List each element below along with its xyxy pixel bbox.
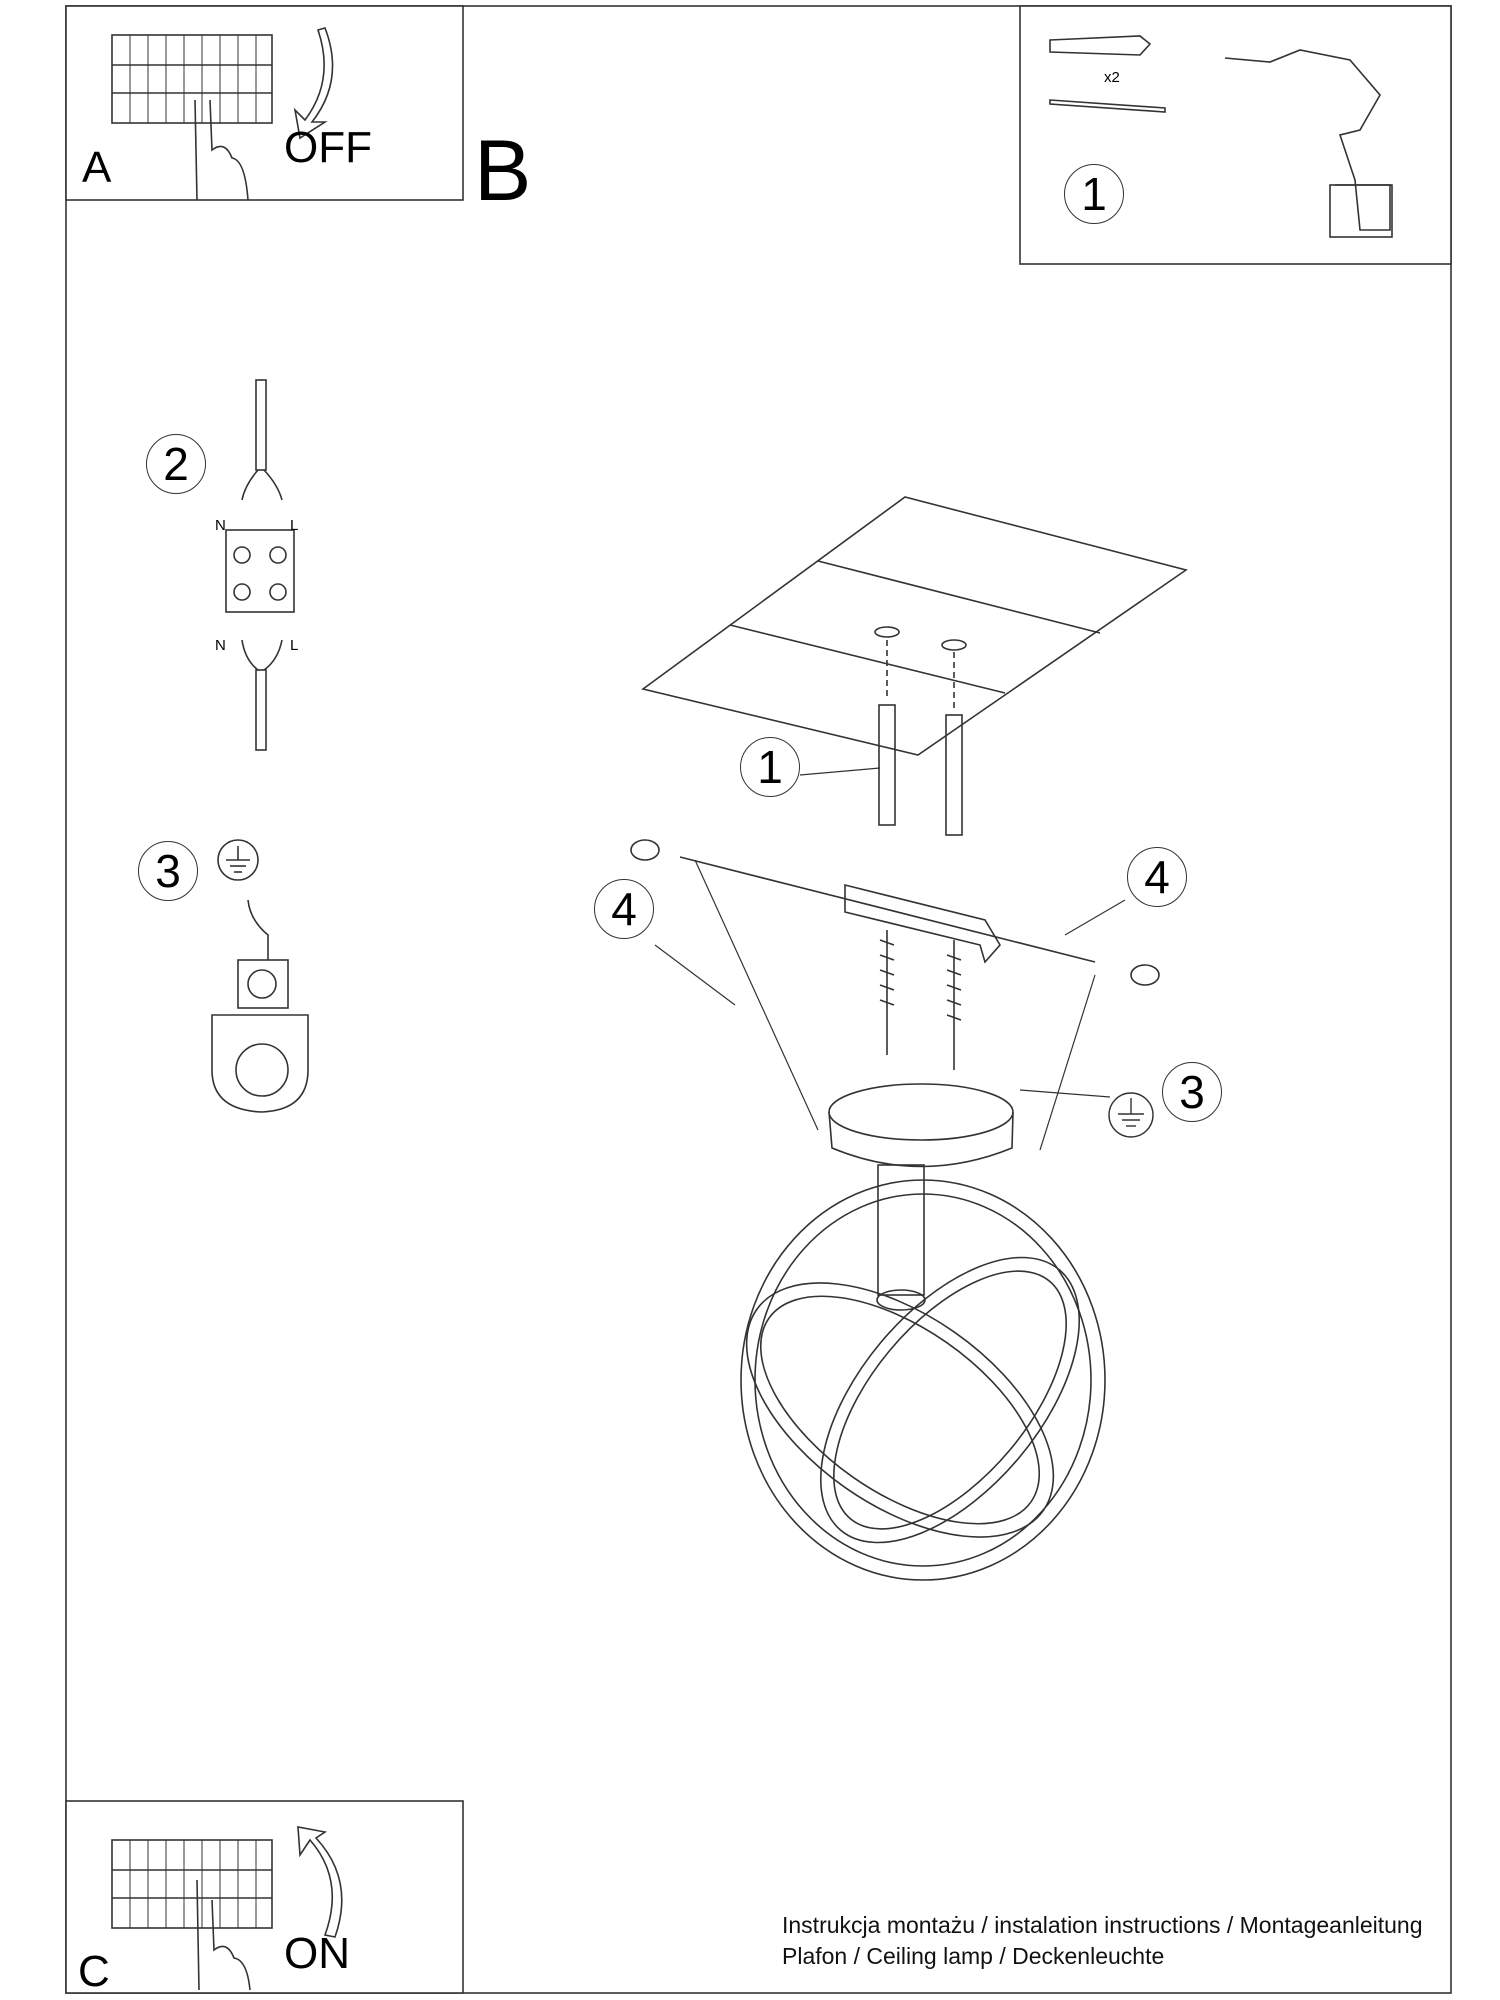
tools-step-badge: 1 (1064, 164, 1124, 224)
mounting-screws (879, 930, 962, 1070)
ground-symbol-icon (217, 839, 259, 881)
wall-plug-icon (1049, 35, 1166, 113)
ground-wire-badge: 3 (1162, 1062, 1222, 1122)
wiring-connector-icon (225, 379, 295, 751)
ground-terminal-icon (211, 899, 309, 1113)
arrow-down-icon (293, 27, 334, 140)
wiring-step-badge: 2 (146, 434, 206, 494)
mounting-bracket (679, 856, 1096, 964)
side-screw-left-badge: 4 (594, 879, 654, 939)
hand-icon (194, 99, 249, 201)
footer-line-1: Instrukcja montażu / instalation instruc… (782, 1912, 1423, 1938)
quantity-label: x2 (1104, 69, 1120, 86)
ground-step-badge: 3 (138, 841, 198, 901)
panel-c-state: ON (284, 1929, 350, 1978)
ceiling-plate (641, 496, 1188, 756)
ceiling-lamp (740, 1083, 1106, 1581)
side-screw-left (630, 839, 660, 861)
panel-b-letter: B (474, 123, 532, 219)
live-top-label: L (290, 517, 299, 534)
side-screw-right-badge: 4 (1127, 847, 1187, 907)
panel-a-frame (65, 5, 464, 201)
arrow-up-icon (297, 1826, 343, 1938)
tools-box-frame (1019, 5, 1452, 265)
leader-lines (654, 767, 1126, 1151)
footer-line-2: Plafon / Ceiling lamp / Deckenleuchte (782, 1943, 1165, 1969)
drill-icon (1224, 49, 1393, 238)
breaker-panel-icon (111, 34, 273, 124)
neutral-bottom-label: N (215, 637, 226, 654)
panel-c-letter: C (78, 1947, 110, 1996)
panel-a-state: OFF (284, 123, 372, 172)
breaker-panel-icon (111, 1839, 273, 1929)
screws-step-badge: 1 (740, 737, 800, 797)
neutral-top-label: N (215, 517, 226, 534)
live-bottom-label: L (290, 637, 299, 654)
panel-a-letter: A (82, 143, 112, 192)
hand-icon (196, 1879, 251, 1991)
panel-c-frame (65, 1800, 464, 1994)
side-screw-right (1130, 964, 1160, 986)
outer-frame (65, 5, 1452, 1994)
wall-plugs (878, 640, 963, 836)
